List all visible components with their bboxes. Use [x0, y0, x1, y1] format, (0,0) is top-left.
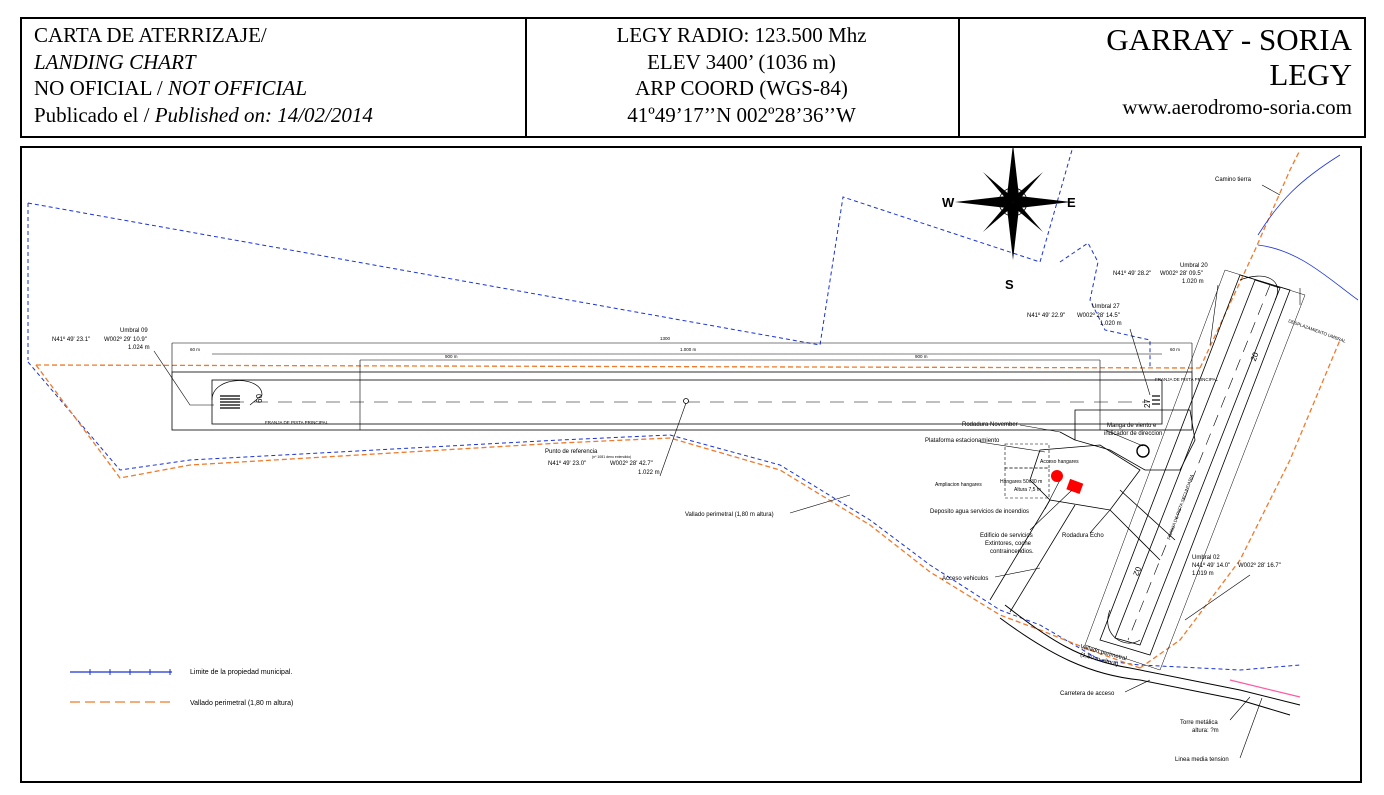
strip-label-secondary: FRANJA DE PISTA SECUNDARIA: [1166, 474, 1194, 541]
svg-text:1.022 m: 1.022 m: [638, 470, 660, 476]
umbral-02-label: Umbral 02 N41º 49' 14.0" W002º 28' 16.7"…: [1192, 555, 1281, 577]
taxiways-apron: [989, 409, 1196, 613]
map-legend: Limite de la propiedad municipal. Vallad…: [70, 669, 293, 707]
dim-right: 900 m: [915, 354, 928, 359]
svg-text:W002º 28' 16.7": W002º 28' 16.7": [1238, 562, 1281, 569]
fence-label: Vallado perimetral (1,80 m altura): [685, 512, 774, 518]
compass-s: S: [1005, 277, 1014, 292]
svg-text:(nº 1081 deno extendido): (nº 1081 deno extendido): [592, 455, 631, 459]
svg-text:W002º 28' 09.5": W002º 28' 09.5": [1160, 270, 1203, 277]
svg-text:N41º 49' 14.0": N41º 49' 14.0": [1192, 562, 1230, 569]
aerodrome-name: GARRAY - SORIA: [1106, 22, 1352, 57]
elevation: ELEV 3400’ (1036 m): [647, 49, 836, 74]
rodadura-echo-label: Rodadura Echo: [1062, 533, 1104, 539]
access-road: [999, 604, 1301, 716]
strip-label-main: FRANJA DE PISTA PRINCIPAL: [265, 420, 329, 425]
dim-small-1: 60 m: [190, 347, 200, 352]
svg-text:Umbral 27: Umbral 27: [1092, 304, 1120, 310]
arp-coord-title: ARP COORD (WGS-84): [635, 76, 848, 100]
runway-number-27: 27: [1143, 399, 1152, 408]
reference-point-label: Punto de referencia (nº 1081 deno extend…: [545, 449, 660, 476]
runway-number-20: 20: [1249, 351, 1261, 363]
runway-09-27: [171, 342, 1193, 431]
tower-label-2: altura: ?m: [1192, 728, 1219, 734]
umbral-20-label: Umbral 20 N41º 49' 28.2" W002º 28' 09.5"…: [1113, 263, 1208, 285]
services-building-label-3: contraincendios.: [990, 549, 1034, 555]
legend-boundary-label: Limite de la propiedad municipal.: [190, 669, 292, 676]
svg-text:N41º 49' 23.1": N41º 49' 23.1": [52, 336, 90, 343]
hangars-label: Hangares 50x30 m: [1000, 479, 1042, 485]
header-chart-info: CARTA DE ATERRIZAJE/ LANDING CHART NO OF…: [20, 17, 527, 138]
dim-total: 1300: [660, 336, 671, 341]
hangar-extension-label: Ampliacion hangares: [935, 482, 982, 488]
umbral-27-label: Umbral 27 N41º 49' 22.9" W002º 28' 14.5"…: [1027, 304, 1122, 327]
website-link[interactable]: www.aerodromo-soria.com: [1122, 95, 1352, 119]
dim-small-2: 60 m: [1170, 347, 1180, 352]
strip-label-main-2: FRANJA DE PISTA PRINCIPAL: [1155, 377, 1219, 382]
radio-frequency: LEGY RADIO: 123.500 Mhz: [616, 23, 867, 47]
arp-coordinates: 41º49’17’’N 002º28’36’’W: [627, 102, 856, 127]
dirt-road-label: Camino tierra: [1215, 177, 1252, 183]
umbral-09-label: Umbral 09 N41º 49' 23.1" W002º 29' 10.9"…: [52, 328, 150, 351]
header-aerodrome-name: GARRAY - SORIA LEGY www.aerodromo-soria.…: [958, 17, 1366, 138]
legend-fence-label: Vallado perimetral (1,80 m altura): [190, 700, 293, 707]
hangar-height-label: Altura 7,5 m: [1014, 487, 1041, 493]
header-aerodrome-data: LEGY RADIO: 123.500 Mhz ELEV 3400’ (1036…: [525, 17, 960, 138]
svg-text:Umbral 09: Umbral 09: [120, 328, 148, 334]
leader-lines: [153, 184, 1281, 759]
svg-text:1.020 m: 1.020 m: [1100, 321, 1122, 327]
official-status: NO OFICIAL / NOT OFFICIAL: [34, 76, 308, 100]
services-building: [1066, 478, 1084, 495]
tower-label-1: Torre metálica: [1180, 720, 1218, 726]
aerodrome-map: W E S 09 27 20 02 1300 1.000 m 900 m 900…: [20, 146, 1362, 783]
property-boundary: [27, 149, 1301, 671]
compass-rose: [955, 148, 1071, 260]
windsock-label-2: indicador de direccion: [1104, 431, 1162, 437]
dirt-road: [1257, 154, 1359, 301]
apron-label: Plataforma estacionamiento: [925, 438, 1000, 444]
displaced-threshold-label: DESPLAZAMIENTO UMBRAL: [1288, 318, 1347, 344]
svg-text:Punto de referencia: Punto de referencia: [545, 449, 598, 455]
svg-text:W002º 28' 42.7": W002º 28' 42.7": [610, 460, 653, 467]
runway-number-02: 02: [1131, 565, 1143, 577]
power-line: [1229, 679, 1301, 698]
dim-left: 900 m: [445, 354, 458, 359]
water-deposit-icon: [1051, 470, 1063, 482]
published-date: Publicado el / Published on: 14/02/2014: [34, 102, 373, 127]
icao-code: LEGY: [1269, 57, 1352, 92]
vehicle-access-label: Acceso vehiculos: [942, 576, 988, 582]
svg-text:W002º 29' 10.9": W002º 29' 10.9": [104, 336, 147, 343]
access-road-label: Carretera de acceso: [1060, 691, 1115, 697]
runway-02-20: [1084, 269, 1306, 671]
dim-mid: 1.000 m: [680, 347, 697, 352]
windsock-label-1: Manga de viento e: [1107, 423, 1157, 429]
compass-e: E: [1067, 195, 1076, 210]
runway-number-09: 09: [254, 394, 263, 403]
power-line-label: Linea media tension: [1175, 757, 1229, 763]
svg-text:1.024 m: 1.024 m: [128, 345, 150, 351]
svg-text:W002º 28' 14.5": W002º 28' 14.5": [1077, 312, 1120, 319]
svg-text:N41º 49' 22.9": N41º 49' 22.9": [1027, 312, 1065, 319]
map-drawing: W E S 09 27 20 02 1300 1.000 m 900 m 900…: [27, 148, 1359, 763]
chart-type-es: CARTA DE ATERRIZAJE/: [34, 23, 267, 47]
water-deposit-label: Deposito agua servicios de incendios: [930, 509, 1029, 515]
perimeter-fence: [35, 149, 1341, 669]
svg-text:N41º 49' 28.2": N41º 49' 28.2": [1113, 270, 1151, 277]
svg-text:1.019 m: 1.019 m: [1192, 571, 1214, 577]
compass-w: W: [942, 195, 955, 210]
services-building-label-2: Extintores, coche: [985, 541, 1032, 547]
hangar-access-label: Acceso hangares: [1040, 459, 1079, 465]
svg-text:Umbral 20: Umbral 20: [1180, 263, 1208, 269]
svg-text:N41º 49' 23.0": N41º 49' 23.0": [548, 460, 586, 467]
svg-text:Umbral 02: Umbral 02: [1192, 555, 1220, 561]
services-building-label-1: Edificio de servicios: [980, 533, 1033, 539]
rodadura-november-label: Rodadura November: [962, 422, 1018, 428]
svg-text:1.020 m: 1.020 m: [1182, 279, 1204, 285]
chart-type-en: LANDING CHART: [34, 49, 196, 74]
